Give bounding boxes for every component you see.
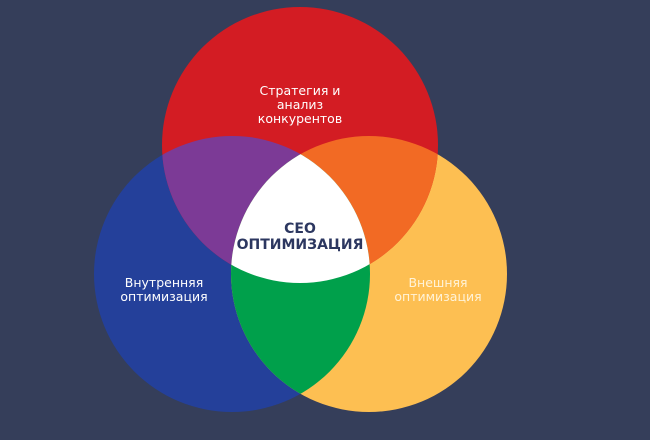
label-internal: Внутренняя оптимизация — [120, 275, 208, 304]
label-strategy: Стратегия и анализ конкурентов — [257, 83, 343, 126]
label-external: Внешняя оптимизация — [394, 275, 482, 304]
label-center: СЕО ОПТИМИЗАЦИЯ — [236, 221, 364, 253]
